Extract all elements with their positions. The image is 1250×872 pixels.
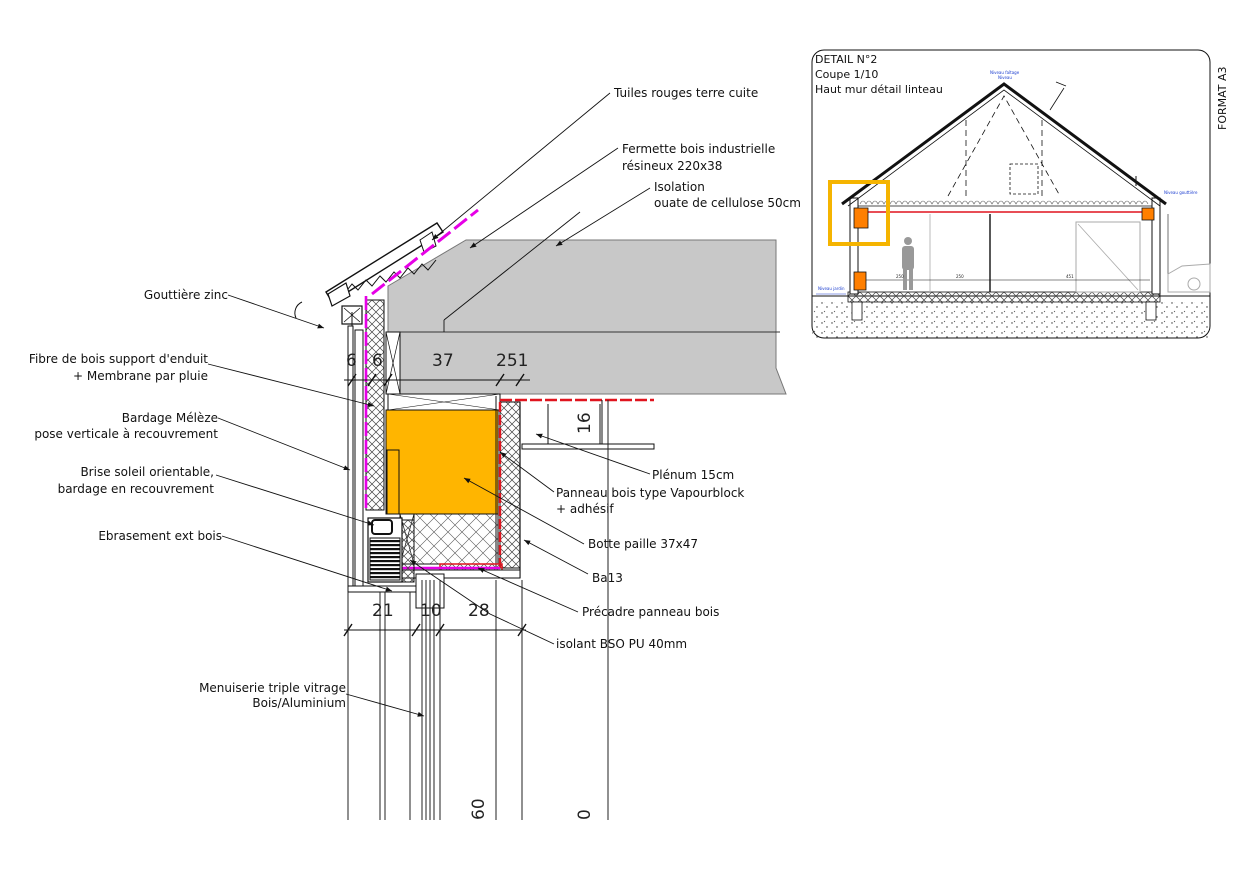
label-isolation-1: Isolation — [654, 180, 705, 194]
dim-60: 60 — [469, 798, 489, 820]
leader-lines — [207, 92, 651, 717]
label-precadre: Précadre panneau bois — [582, 605, 719, 619]
straw-bale-lintel — [385, 409, 499, 515]
label-brise-1: Brise soleil orientable, — [80, 465, 214, 479]
format-label: FORMAT A3 — [1216, 66, 1229, 130]
dim-21: 21 — [372, 601, 394, 621]
label-fibre-2: + Membrane par pluie — [73, 369, 208, 383]
label-isolation-2: ouate de cellulose 50cm — [654, 196, 801, 210]
window-frame — [347, 400, 609, 820]
external-blind-box — [367, 517, 415, 583]
label-ba13: Ba13 — [592, 571, 623, 585]
label-plenum: Plénum 15cm — [652, 468, 734, 482]
label-gouttiere: Gouttière zinc — [144, 288, 228, 302]
label-isolant-bso: isolant BSO PU 40mm — [556, 637, 687, 651]
dim-28: 28 — [468, 601, 490, 621]
dim-37: 37 — [432, 351, 454, 371]
label-fermette-1: Fermette bois industrielle — [622, 142, 775, 156]
label-fibre-1: Fibre de bois support d'enduit — [29, 352, 208, 366]
label-botte: Botte paille 37x47 — [588, 537, 698, 551]
dim-251: 251 — [496, 351, 528, 371]
vapourblock-panel — [499, 401, 521, 569]
section-detail: 6 6 37 251 16 21 10 28 60 0 — [294, 208, 787, 820]
mini-dim-2: 250 — [956, 274, 964, 279]
label-bardage-1: Bardage Mélèze — [122, 411, 218, 425]
dimension-lines — [343, 373, 603, 637]
detail-title: DETAIL N°2 — [815, 53, 877, 66]
dim-16: 16 — [575, 412, 595, 434]
car-outline — [1167, 263, 1211, 293]
detail-scale: Coupe 1/10 — [815, 68, 878, 81]
dim-10: 10 — [420, 601, 442, 621]
straw-bale-wall — [413, 513, 499, 565]
label-bardage-2: pose verticale à recouvrement — [34, 427, 218, 441]
label-fermette-2: résineux 220x38 — [622, 159, 722, 173]
label-tuiles: Tuiles rouges terre cuite — [613, 86, 758, 100]
label-panneau-2: + adhésif — [556, 502, 614, 516]
label-menuiserie-1: Menuiserie triple vitrage — [199, 681, 346, 695]
dim-6b: 6 — [372, 351, 383, 371]
level-gouttiere: Niveau gouttière — [1164, 190, 1198, 195]
label-brise-2: bardage en recouvrement — [58, 482, 215, 496]
detail-highlight-frame — [828, 180, 890, 246]
dim-6a: 6 — [346, 351, 357, 371]
level-faitage-2: Niveau — [998, 75, 1012, 80]
label-menuiserie-2: Bois/Aluminium — [252, 696, 346, 710]
level-faitage-1: Niveau faîtage — [990, 70, 1020, 75]
detail-subtitle: Haut mur détail linteau — [815, 83, 943, 96]
mini-dim-1: 250 — [896, 274, 904, 279]
label-ebrasement: Ebrasement ext bois — [98, 529, 222, 543]
person-figure — [902, 237, 914, 290]
mini-dim-3: 451 — [1066, 274, 1074, 279]
roof-membrane — [371, 208, 479, 296]
key-plan: DETAIL N°2 Coupe 1/10 Haut mur détail li… — [811, 49, 1211, 339]
callout-labels: Tuiles rouges terre cuite Fermette bois … — [29, 86, 801, 710]
dim-0: 0 — [575, 809, 595, 820]
level-jardin: Niveau jardin — [818, 286, 845, 291]
label-panneau-1: Panneau bois type Vapourblock — [556, 486, 744, 500]
